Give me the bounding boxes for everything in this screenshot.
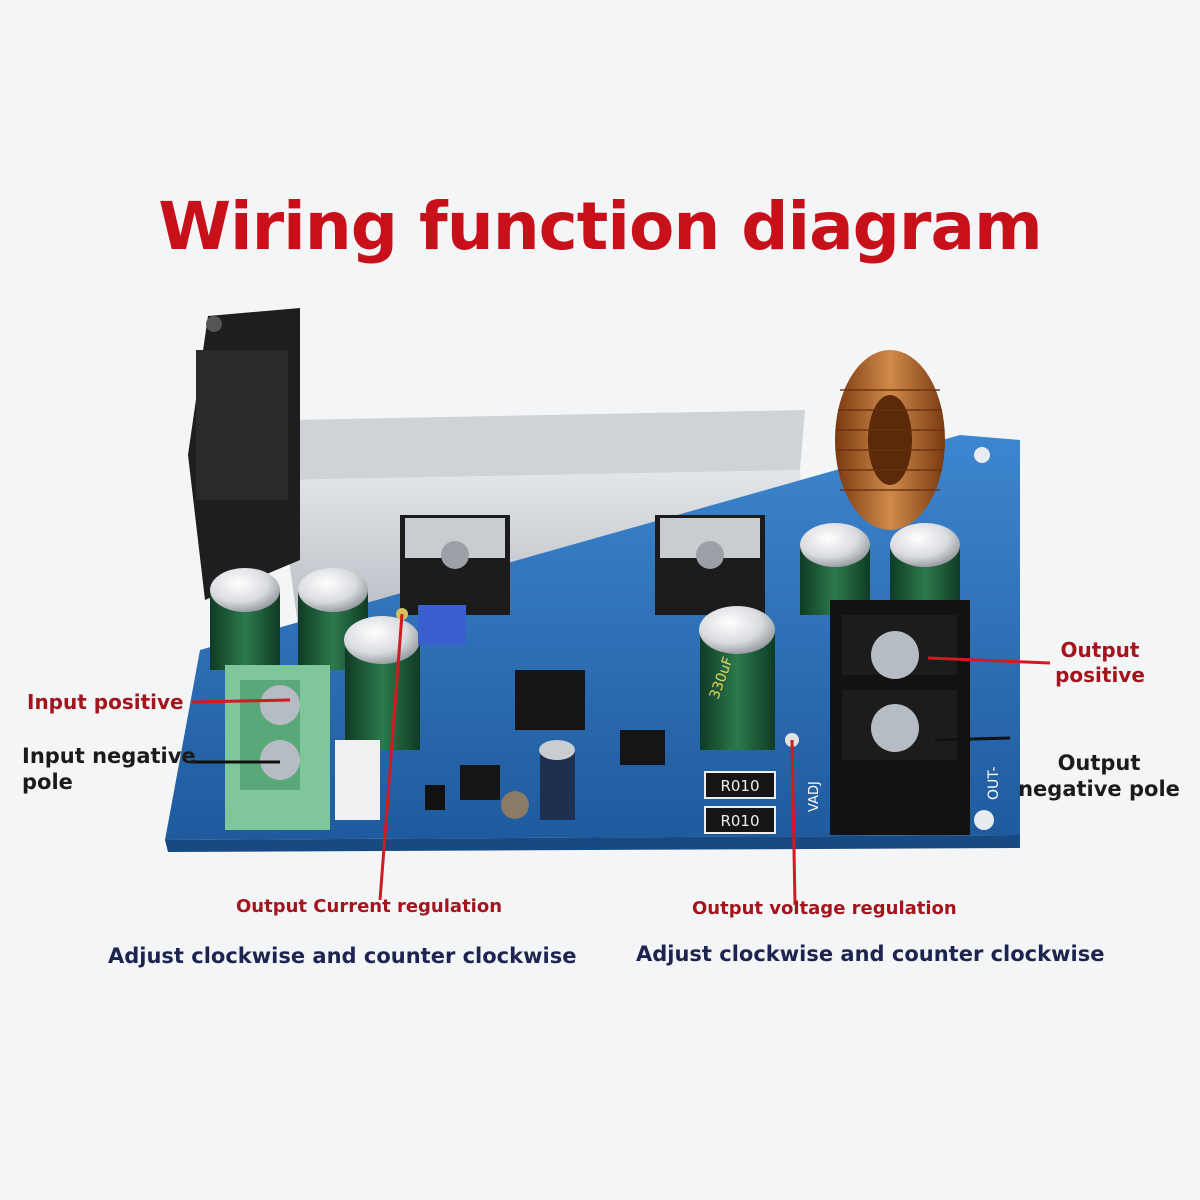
callout-lines-dark (190, 736, 1011, 764)
shunt-resistors (704, 771, 776, 834)
shunt-2-marking: R010 (720, 812, 759, 830)
output-terminal[interactable] (830, 600, 970, 835)
label-output-negative: Output negative pole (1018, 751, 1180, 801)
callout-lines (191, 613, 1051, 906)
label-current-regulation: Output Current regulation (236, 896, 503, 917)
mosfet-left (400, 515, 510, 615)
label-input-positive: Input positive (27, 690, 184, 714)
toroid-inductor (835, 350, 945, 530)
capacitors (210, 523, 960, 820)
label-input-negative: Input negative pole (22, 744, 196, 794)
label-voltage-adjust: Adjust clockwise and counter clockwise (636, 942, 1105, 966)
mosfet-right (655, 515, 765, 615)
vadj-marking: VADJ (807, 781, 822, 812)
label-voltage-regulation: Output voltage regulation (692, 898, 957, 919)
shunt-1-marking: R010 (720, 777, 759, 795)
page-title: Wiring function diagram (158, 188, 1043, 265)
out-minus-marking: OUT- (986, 766, 1002, 800)
ic-components (418, 605, 665, 819)
label-current-adjust: Adjust clockwise and counter clockwise (108, 944, 577, 968)
cooling-fan (188, 308, 300, 600)
label-output-positive: Output positive (1055, 638, 1145, 687)
